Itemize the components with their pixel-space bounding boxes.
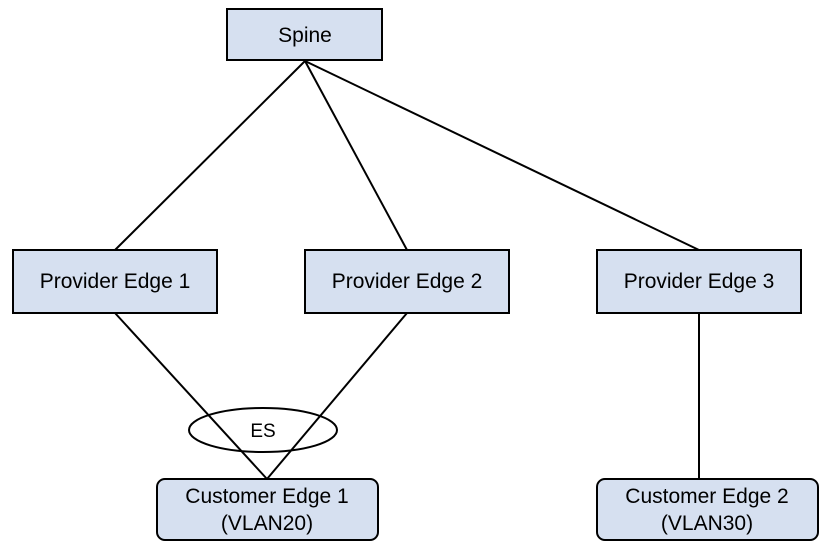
- node-pe3-box: [596, 249, 802, 314]
- link-spine-pe1: [114, 60, 306, 251]
- node-ce2-box: [596, 478, 819, 541]
- node-ce1-label-line1: Customer Edge 1: [185, 485, 348, 508]
- node-customer-edge-1: Customer Edge 1 (VLAN20): [156, 478, 379, 541]
- link-spine-pe3: [304, 60, 700, 251]
- node-customer-edge-2: Customer Edge 2 (VLAN30): [596, 478, 819, 541]
- node-ce1-label-line2: (VLAN20): [221, 512, 313, 535]
- node-spine-label: Spine: [278, 24, 332, 47]
- node-spine-box: [226, 8, 383, 61]
- node-pe1-label: Provider Edge 1: [40, 270, 191, 293]
- node-ce2-label-line2: (VLAN30): [661, 512, 753, 535]
- node-pe2-label: Provider Edge 2: [332, 270, 483, 293]
- node-ce2-label-line1: Customer Edge 2: [625, 485, 788, 508]
- node-pe3-label: Provider Edge 3: [624, 270, 775, 293]
- node-spine: Spine: [226, 8, 383, 61]
- node-provider-edge-3: Provider Edge 3: [596, 249, 802, 314]
- link-spine-pe2: [304, 60, 408, 251]
- link-pe2-ce1: [266, 312, 408, 480]
- node-ce1-box: [156, 478, 379, 541]
- node-provider-edge-2: Provider Edge 2: [304, 249, 510, 314]
- ethernet-segment-label: ES: [250, 421, 275, 442]
- node-pe2-box: [304, 249, 510, 314]
- links-layer: [114, 60, 700, 480]
- ethernet-segment-ellipse: [188, 407, 338, 453]
- link-pe1-ce1: [114, 312, 268, 480]
- node-pe1-box: [12, 249, 218, 314]
- ethernet-segment: ES: [188, 407, 338, 453]
- node-provider-edge-1: Provider Edge 1: [12, 249, 218, 314]
